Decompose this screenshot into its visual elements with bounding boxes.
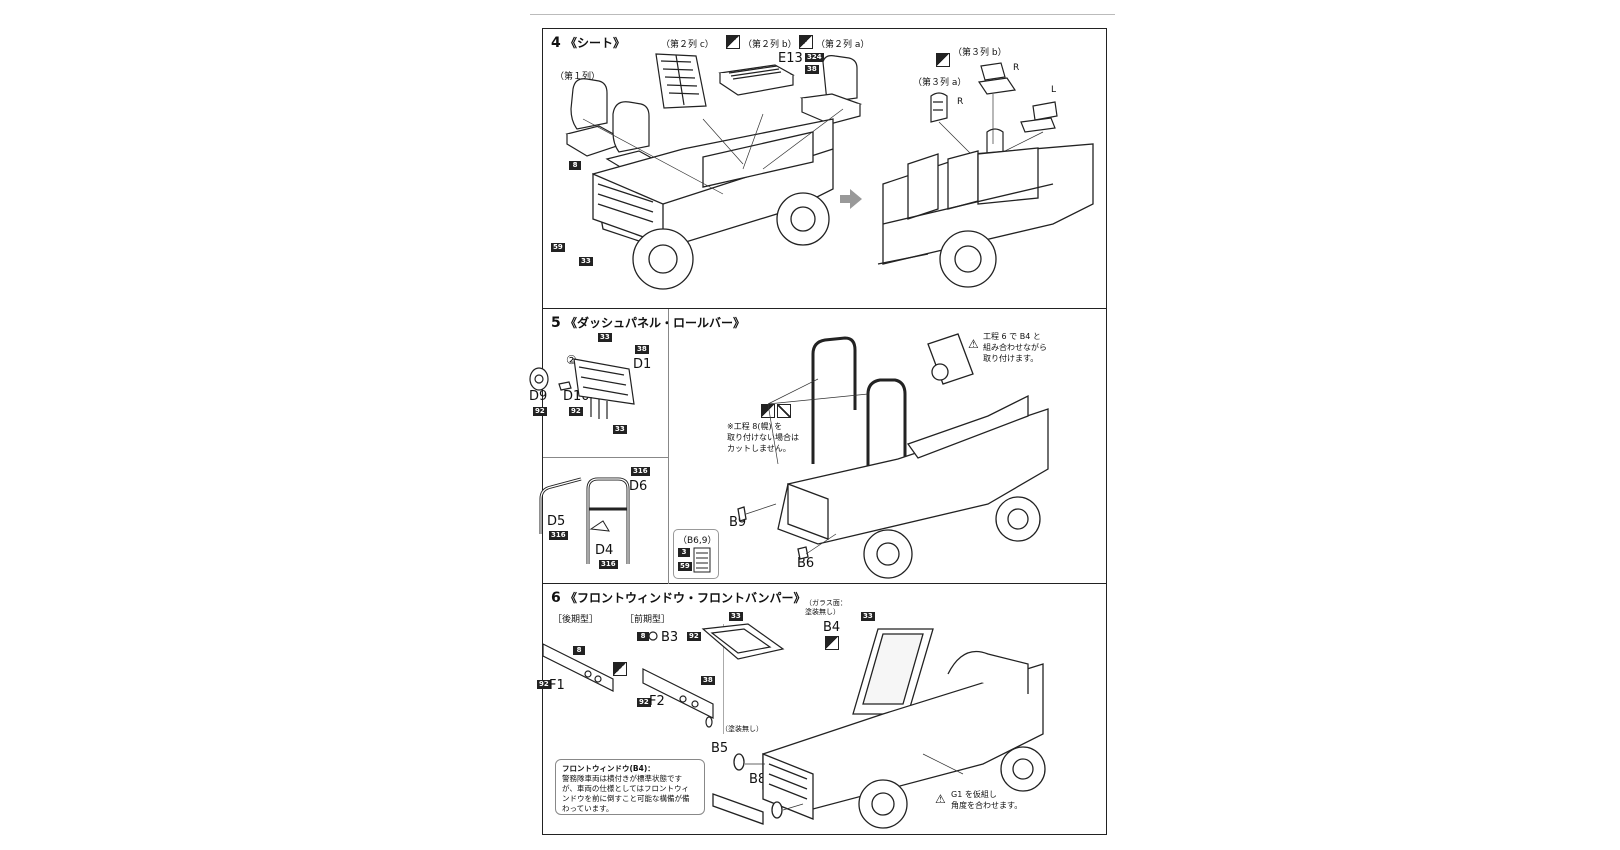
windshield-frame-drawing [701,623,785,660]
divider [668,309,669,584]
b69-label: （B6,9） [678,536,717,546]
paint-mark-icon [613,662,627,676]
label-row2c: （第２列 c） [661,40,714,50]
part-d6: D6 [629,479,648,494]
paint-mark-icon [726,35,740,49]
paint-badge: 92 [533,407,547,416]
step-5-dash-rollbar: 5 《ダッシュパネル・ロールバー》 33 38 D1 ② D9 D10 92 9… [529,309,1106,584]
vehicle-windshield-drawing [712,628,1046,829]
paint-badge: 3 [678,548,690,557]
note-cut: ※工程 8(幌) を 取り付けない場合は カットしません。 [727,422,799,453]
part-e13: E13 [778,51,803,66]
warning-icon: ⚠ [968,337,979,351]
part-f2: F2 [649,694,665,709]
paint-badge: 324 [805,53,824,62]
paint-mark-icon [825,636,839,650]
paint-badge: 33 [861,612,875,621]
label-no-paint: （塗装無し） [721,725,763,733]
info-box-title: フロントウィンドウ(B4)： [562,764,655,773]
part-f1: F1 [549,678,565,693]
rollbar-parts-drawing [539,477,630,564]
paint-badge: 38 [701,676,715,685]
paint-badge: 33 [579,257,593,266]
circled-number: ② [566,353,577,367]
paint-badge: 8 [569,161,581,170]
divider [723,624,724,734]
step-title-text: 《シート》 [564,36,625,50]
label-row3b: （第３列 b） [953,48,1007,58]
info-box-text: 警務隊車両は横付きが標準状態です が、車両の仕様としてはフロントウィ ンドウを前… [562,774,690,813]
step-5-title: 5 《ダッシュパネル・ロールバー》 [551,314,745,331]
cut-mark-icon [777,404,791,418]
step-4-seats: 4 《シート》 （第１列） （第２列 c） （第２列 b） （第２列 a） E1… [543,29,1106,309]
step-number: 4 [551,35,561,51]
paint-mark-icon [936,53,950,67]
step-number: 5 [551,315,561,331]
seat-row2a-drawing [799,55,863,125]
part-b4: B4 [823,620,841,635]
paint-badge: 92 [687,632,701,641]
part-b5: B5 [711,741,729,756]
paint-badge: 38 [635,345,649,354]
paint-badge: 38 [805,65,819,74]
paint-badge: 59 [551,243,565,252]
note-step: 工程 6 で B4 と 組み合わせながら 取り付けます。 [983,332,1047,363]
paint-badge: 92 [637,698,651,707]
label-r: R [1013,63,1020,73]
label-row2a: （第２列 a） [816,40,870,50]
part-d5: D5 [547,514,566,529]
paint-badge: 33 [729,612,743,621]
paint-badge: 33 [613,425,627,434]
grille-part-icon [693,547,711,573]
label-row1: （第１列） [555,72,601,82]
windshield-info-box: フロントウィンドウ(B4)： 警務隊車両は横付きが標準状態です が、車両の仕様と… [555,759,705,815]
label-r: R [957,97,964,107]
seat-row2b-drawing [718,64,795,96]
vehicle-body-drawing-left [582,108,844,290]
paint-badge: 92 [569,407,583,416]
label-row3a: （第３列 a） [913,78,967,88]
paint-mark-icon [799,35,813,49]
b69-detail-box: （B6,9） 3 59 [673,529,719,579]
divider [543,457,668,458]
step-6-title: 6 《フロントウィンドウ・フロントバンパー》 [551,589,806,606]
paint-badge: 8 [637,632,649,641]
paint-badge: 59 [678,562,692,571]
paint-badge: 33 [598,333,612,342]
top-rule [530,14,1115,15]
part-b6: B6 [797,556,815,571]
label-late-model: ［後期型］ [553,615,599,625]
vehicle-body-drawing-right [877,143,1094,288]
step-6-windshield-bumper: 6 《フロントウィンドウ・フロントバンパー》 ［後期型］ ［前期型］ 8 92 … [537,584,1106,834]
instruction-sheet: 4 《シート》 （第１列） （第２列 c） （第２列 b） （第２列 a） E1… [529,28,1107,835]
label-l: L [1051,85,1057,95]
part-b8: B8 [749,772,767,787]
part-d1: D1 [633,357,652,372]
seat-row3-drawing [930,62,1058,163]
bumper-parts-drawing [542,631,714,728]
label-glass-no-paint: （ガラス面： 塗装無し） [805,599,847,616]
part-d4: D4 [595,543,614,558]
paint-badge: 316 [599,560,618,569]
label-row2b: （第２列 b） [743,40,797,50]
part-b3: B3 [661,630,679,645]
step-number: 6 [551,590,561,606]
paint-badge: 316 [549,531,568,540]
paint-badge: 92 [537,680,551,689]
note-g1: G1 を仮組し 角度を合わせます。 [951,790,1023,810]
dash-panel-drawing [529,358,635,419]
vehicle-rollbar-drawing [737,333,1049,579]
paint-badge: 8 [573,646,585,655]
part-d9: D9 [529,389,548,404]
label-early-model: ［前期型］ [625,615,671,625]
step-title-text: 《ダッシュパネル・ロールバー》 [564,316,745,330]
warning-icon: ⚠ [935,792,946,806]
arrow-right-icon [840,189,862,209]
paint-badge: 316 [631,467,650,476]
seat-row2c-drawing [655,53,707,109]
step-4-title: 4 《シート》 [551,34,625,51]
step-title-text: 《フロントウィンドウ・フロントバンパー》 [564,591,806,605]
